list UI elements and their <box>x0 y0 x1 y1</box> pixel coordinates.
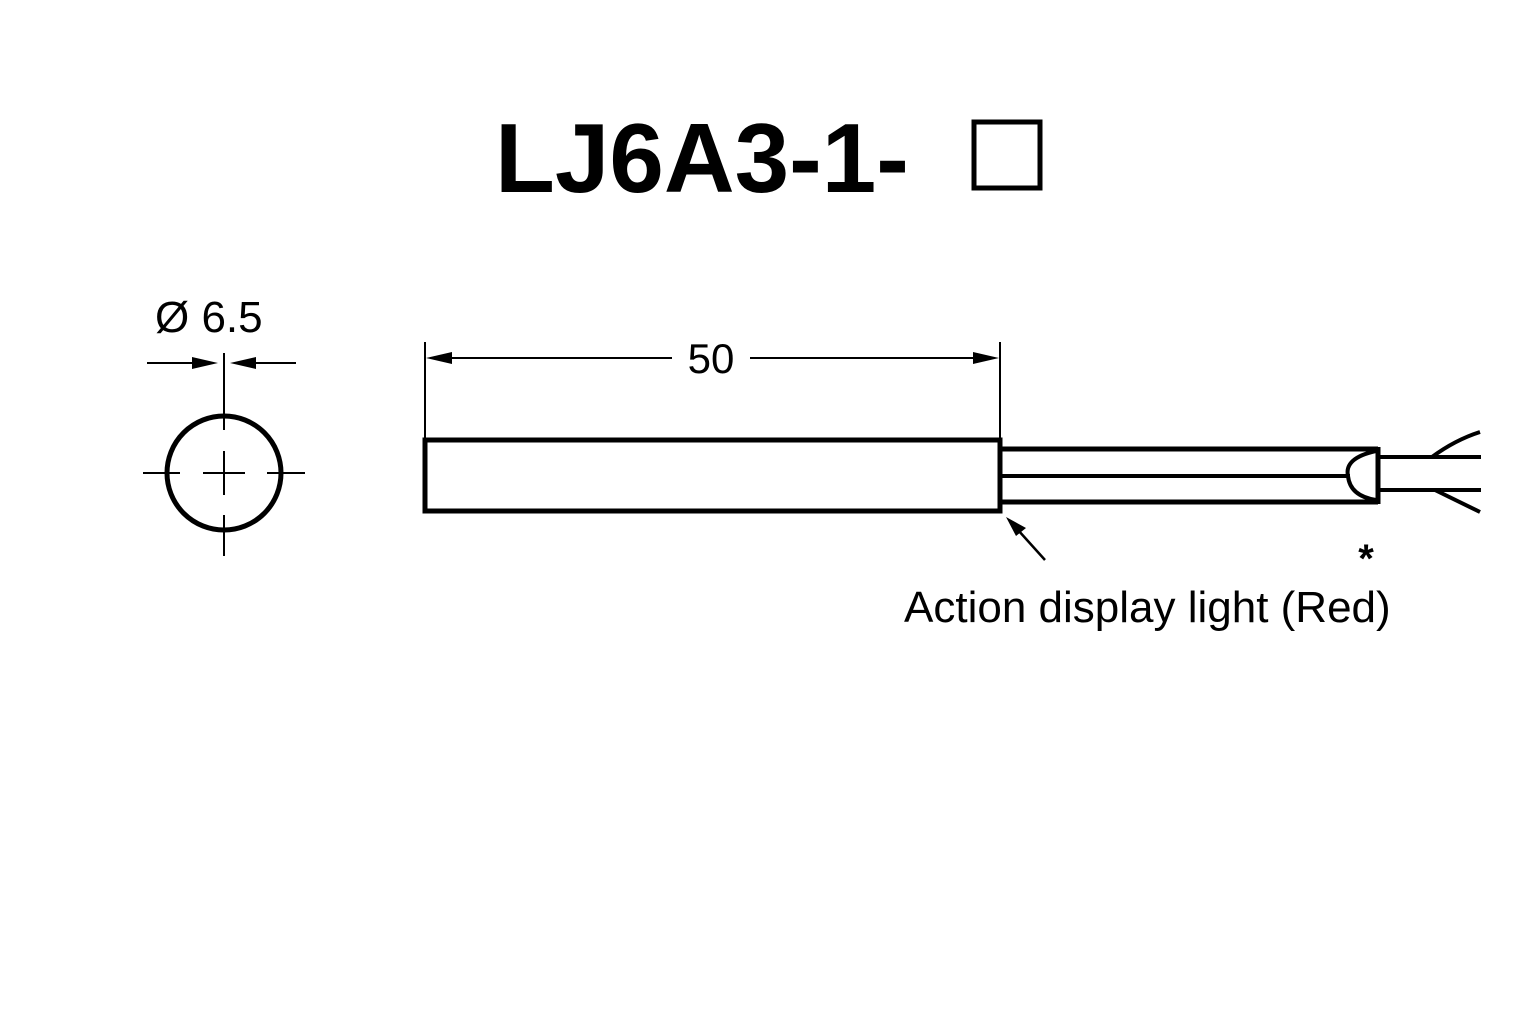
arrow-head <box>1006 517 1026 536</box>
arrow-head <box>230 357 256 369</box>
arrow-head <box>426 352 452 364</box>
side-view: 50 * Action display light (Red) <box>422 335 1481 632</box>
sensor-cross-section <box>164 413 284 533</box>
length-label: 50 <box>688 335 735 382</box>
wire <box>1430 430 1481 459</box>
wire <box>1434 488 1481 514</box>
model-title: LJ6A3-1- <box>495 103 909 213</box>
end-view: Ø 6.5 <box>143 293 305 556</box>
light-label: Action display light (Red) <box>904 583 1391 632</box>
title: LJ6A3-1- <box>495 103 1043 213</box>
indicator-light <box>1345 449 1377 502</box>
sensor-body <box>422 437 1003 514</box>
arrow-head <box>192 357 218 369</box>
leader-line <box>1017 529 1046 561</box>
asterisk-note: * <box>1358 537 1374 581</box>
diameter-label: Ø 6.5 <box>155 293 263 342</box>
arrow-head <box>973 352 999 364</box>
variant-placeholder-box <box>971 119 1043 191</box>
